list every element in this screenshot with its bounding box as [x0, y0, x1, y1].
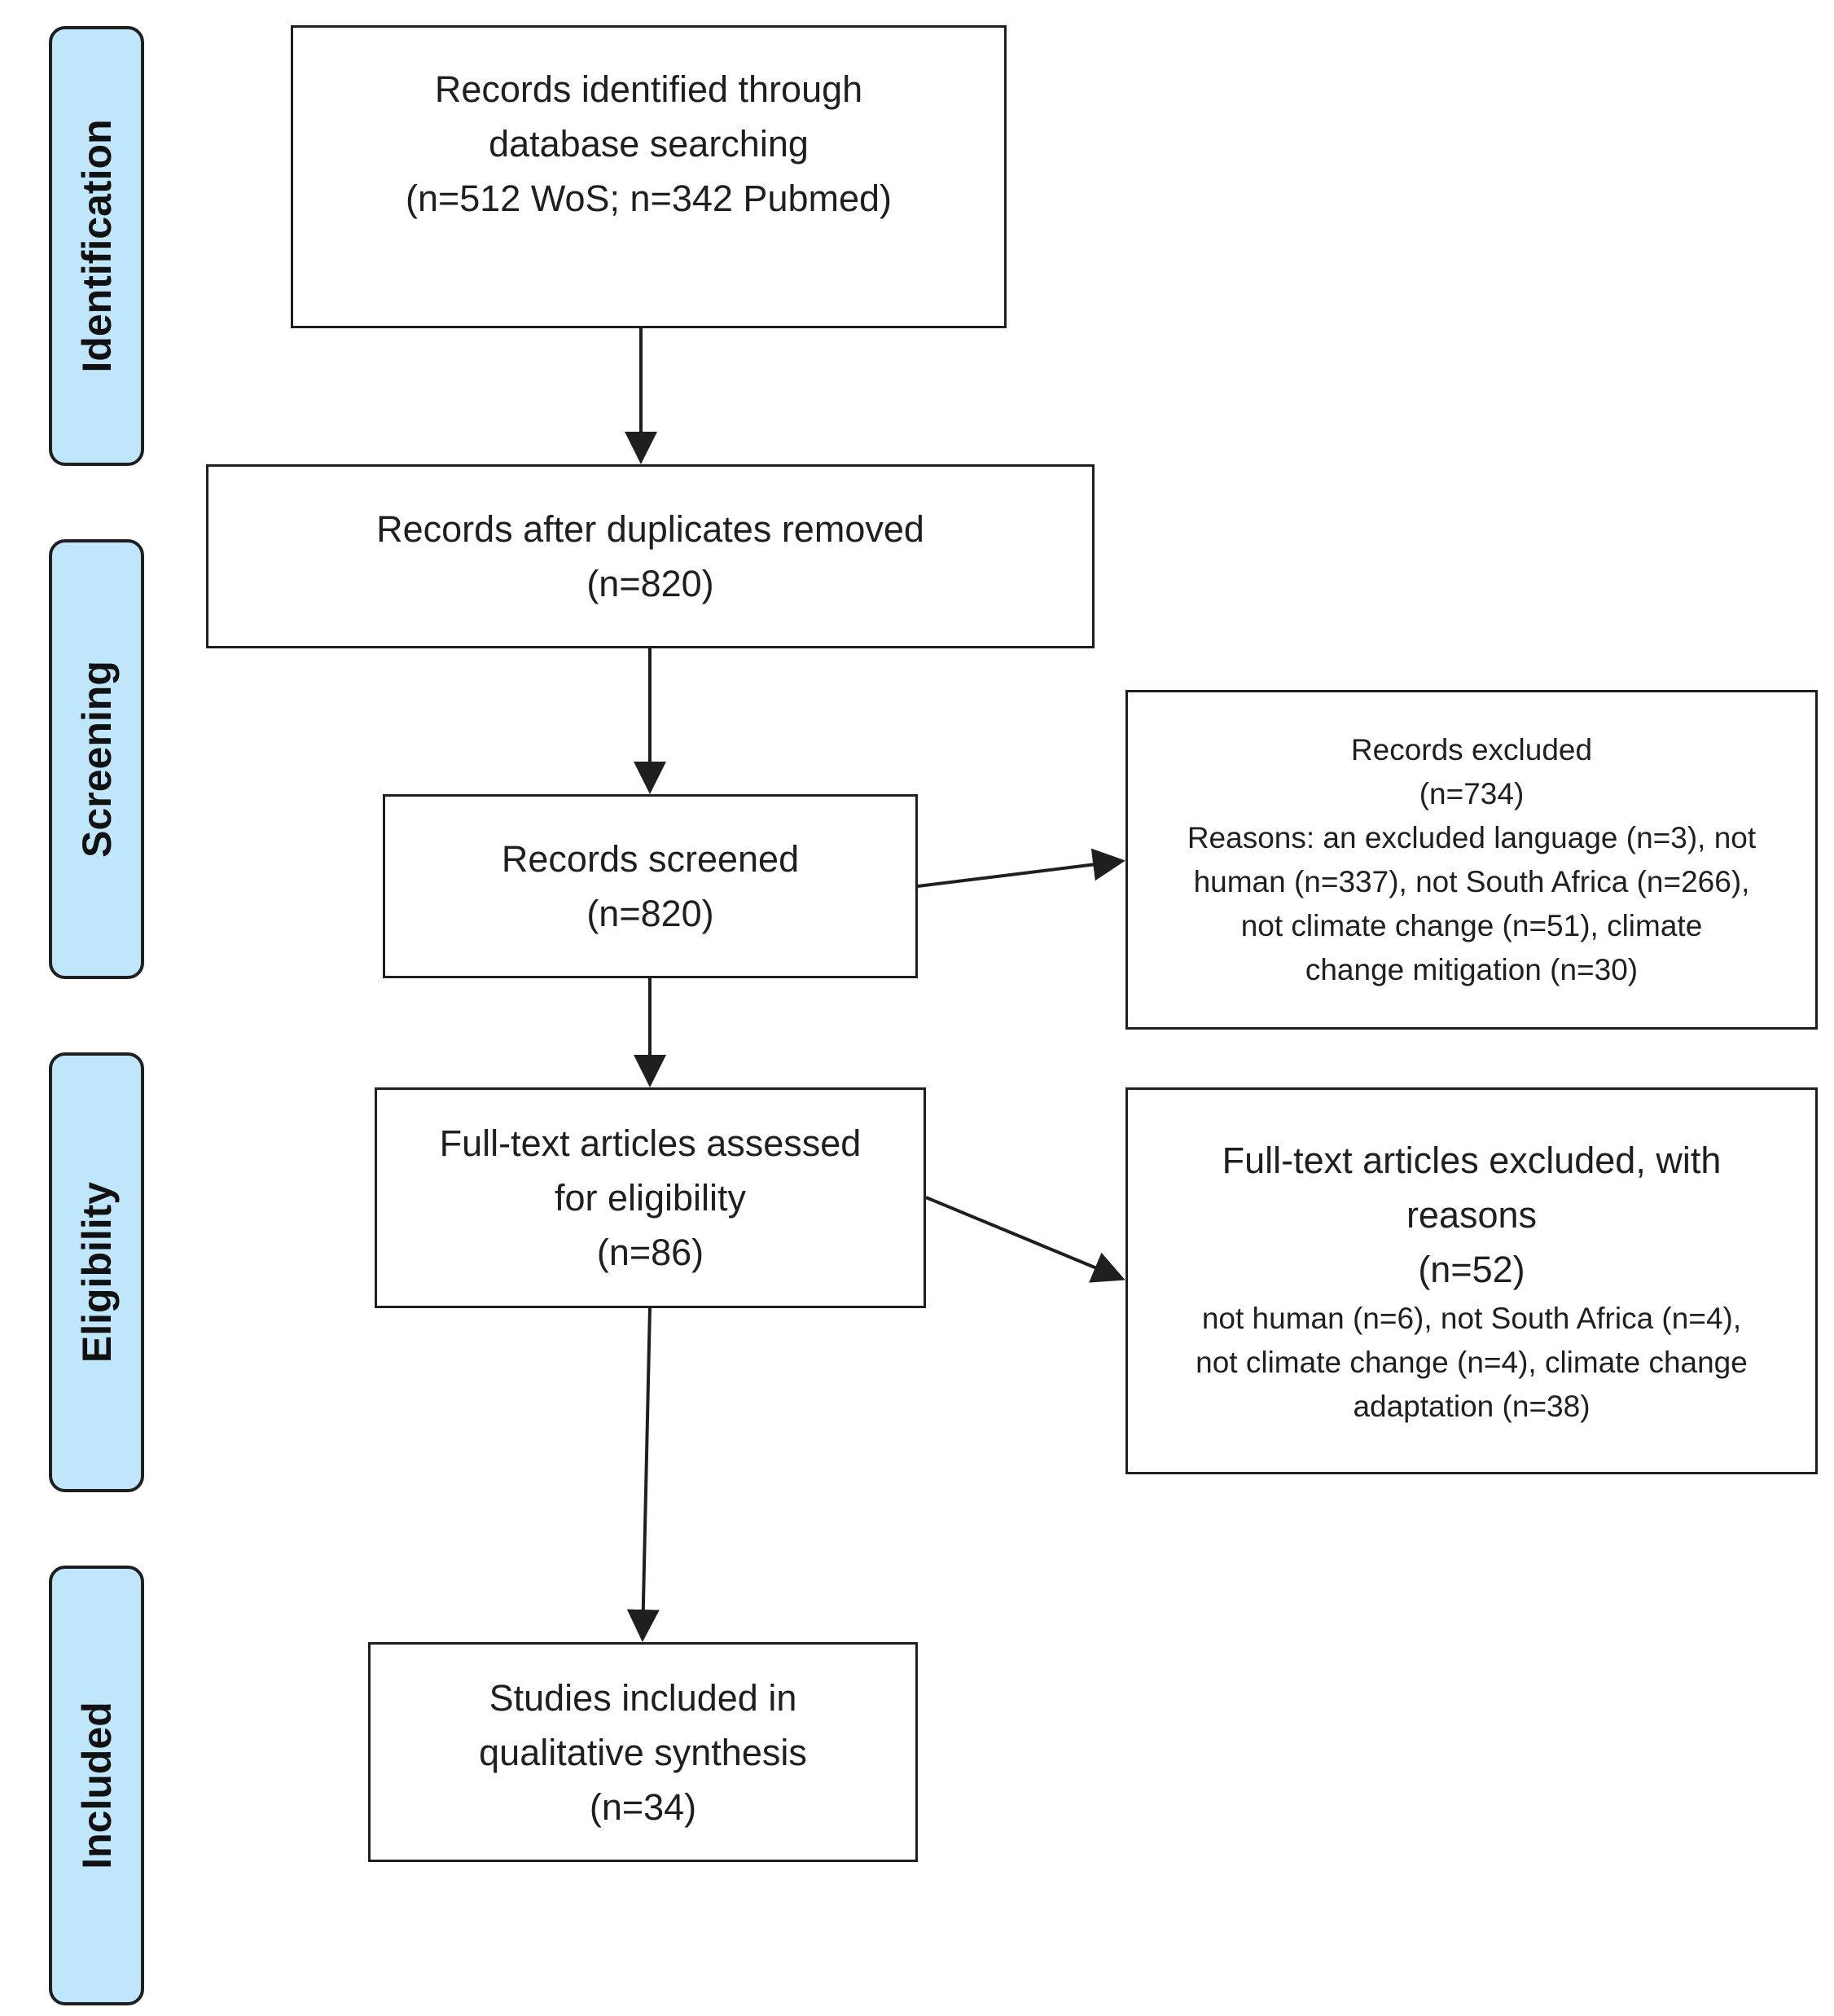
box-text-line: human (n=337), not South Africa (n=266),	[1193, 864, 1750, 898]
phase-label-eligibility: Eligibility	[73, 1181, 120, 1364]
box-text-line: for eligibility	[554, 1177, 747, 1219]
fulltext-assessed-box: Full-text articles assessed for eligibil…	[375, 1087, 926, 1308]
box-text-line: database searching	[489, 123, 809, 165]
arrow-assessed-to-fulltext-excluded	[925, 1196, 1125, 1283]
studies-included-box: Studies included in qualitative synthesi…	[368, 1642, 918, 1862]
box-text-line: Records after duplicates removed	[376, 508, 924, 550]
box-text-line: Records identified through	[434, 68, 863, 110]
box-heading-line: reasons	[1406, 1194, 1538, 1236]
fulltext-excluded-box: Full-text articles excluded, with reason…	[1125, 1087, 1818, 1474]
records-screened-box: Records screened (n=820)	[383, 794, 918, 978]
phase-tab-eligibility: Eligibility	[49, 1052, 144, 1492]
box-text-line: (n=86)	[596, 1232, 704, 1273]
box-text-line: change mitigation (n=30)	[1305, 952, 1639, 986]
box-text-line: not climate change (n=51), climate	[1240, 908, 1703, 942]
phase-label-included: Included	[73, 1702, 120, 1869]
box-text-line: (n=34)	[589, 1785, 697, 1828]
phase-label-screening: Screening	[73, 661, 120, 858]
box-text-line: Records excluded	[1350, 732, 1593, 766]
phase-tab-included: Included	[49, 1566, 144, 2005]
box-text-line: not climate change (n=4), climate change	[1196, 1346, 1748, 1379]
box-text-line: (n=820)	[586, 563, 714, 604]
box-text-line: (n=512 WoS; n=342 Pubmed)	[405, 178, 893, 219]
box-heading-line: (n=52)	[1418, 1249, 1525, 1290]
box-text-line: (n=820)	[586, 893, 714, 934]
box-text-line: Records screened	[501, 838, 800, 880]
records-after-duplicates-box: Records after duplicates removed (n=820)	[206, 464, 1095, 648]
phase-tab-screening: Screening	[49, 539, 144, 979]
box-text-line: qualitative synthesis	[479, 1731, 807, 1773]
arrow-screened-to-excluded	[917, 848, 1125, 888]
box-text-line: adaptation (n=38)	[1353, 1390, 1590, 1423]
box-text-line: Full-text articles assessed	[439, 1122, 862, 1164]
box-heading-line: Full-text articles excluded, with	[1222, 1140, 1722, 1181]
box-text-line: (n=734)	[1419, 776, 1525, 810]
phase-tab-identification: Identification	[49, 26, 144, 466]
records-excluded-box: Records excluded (n=734) Reasons: an exc…	[1125, 690, 1818, 1030]
box-text-line: Reasons: an excluded language (n=3), not	[1187, 820, 1757, 854]
box-text-line: not human (n=6), not South Africa (n=4),	[1201, 1302, 1742, 1335]
arrow-assessed-to-included	[626, 1307, 660, 1642]
records-identified-box: Records identified through database sear…	[291, 25, 1007, 328]
phase-label-identification: Identification	[73, 119, 120, 373]
box-text-line: Studies included in	[489, 1676, 797, 1719]
